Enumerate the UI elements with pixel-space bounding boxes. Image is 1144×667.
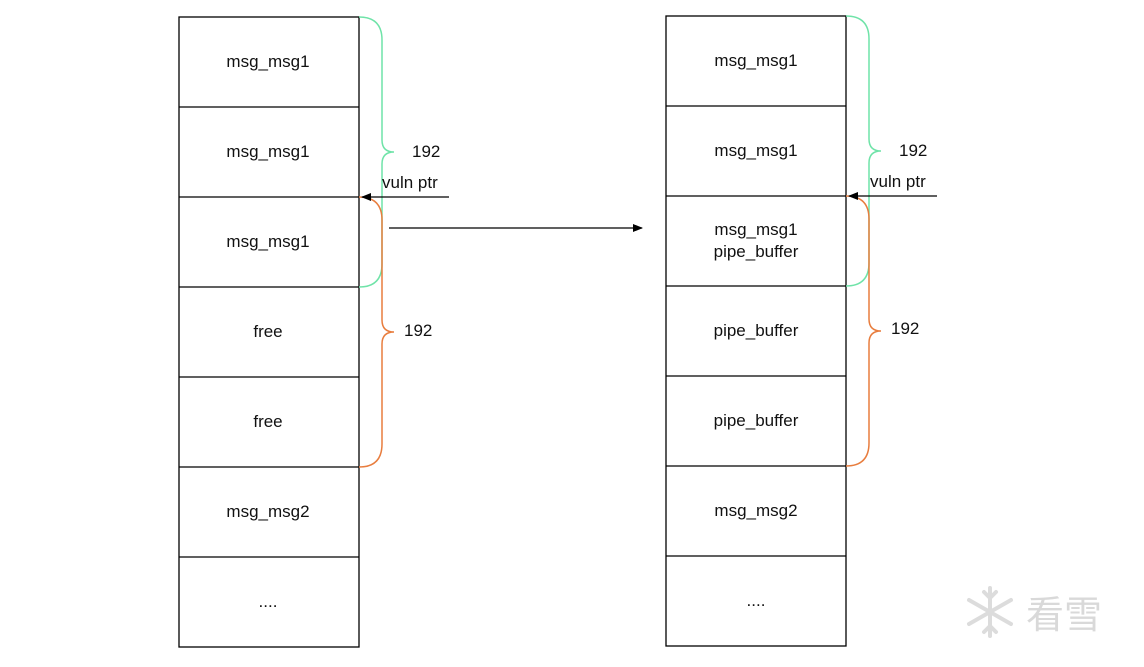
left-cell-4: free bbox=[179, 412, 359, 468]
left-cell-6: .... bbox=[259, 592, 278, 611]
left-cell-2: msg_msg1 bbox=[179, 232, 359, 288]
right-stack: msg_msg1 msg_msg1 msg_msg1 pipe_buffer p… bbox=[665, 15, 847, 647]
left-cell-0: msg_msg1 bbox=[179, 52, 359, 108]
right-cell-0: msg_msg1 bbox=[666, 51, 846, 107]
right-cell-5: msg_msg2 bbox=[666, 501, 846, 557]
right-green-brace: 192 bbox=[845, 15, 927, 287]
right-cell-3-label: pipe_buffer bbox=[714, 321, 799, 340]
left-cell-6-label: .... bbox=[259, 592, 278, 611]
left-green-brace-label: 192 bbox=[412, 142, 440, 161]
right-cell-1: msg_msg1 bbox=[666, 141, 846, 197]
right-cell-3: pipe_buffer bbox=[666, 321, 846, 377]
left-cell-1-label: msg_msg1 bbox=[226, 142, 309, 161]
right-cell-6: .... bbox=[747, 591, 766, 610]
left-cell-4-label: free bbox=[253, 412, 282, 431]
right-cell-2: msg_msg1 pipe_buffer bbox=[666, 220, 846, 287]
right-cell-0-label: msg_msg1 bbox=[714, 51, 797, 70]
right-cell-6-label: .... bbox=[747, 591, 766, 610]
right-stack-outline bbox=[665, 15, 847, 647]
right-vuln-ptr-arrow: vuln ptr bbox=[848, 172, 937, 200]
left-cell-2-label: msg_msg1 bbox=[226, 232, 309, 251]
left-orange-brace: 192 bbox=[358, 196, 432, 468]
right-vuln-ptr-label: vuln ptr bbox=[870, 172, 926, 191]
left-vuln-ptr-arrow: vuln ptr bbox=[361, 173, 449, 201]
left-orange-brace-label: 192 bbox=[404, 321, 432, 340]
left-cell-0-label: msg_msg1 bbox=[226, 52, 309, 71]
left-cell-3-label: free bbox=[253, 322, 282, 341]
left-cell-3: free bbox=[179, 322, 359, 378]
left-green-brace: 192 bbox=[358, 16, 440, 288]
right-cell-4: pipe_buffer bbox=[666, 411, 846, 467]
left-stack: msg_msg1 msg_msg1 msg_msg1 free free msg… bbox=[178, 16, 360, 648]
right-cell-1-label: msg_msg1 bbox=[714, 141, 797, 160]
watermark-text: 看雪 bbox=[1026, 593, 1102, 637]
right-green-brace-label: 192 bbox=[899, 141, 927, 160]
right-cell-2-label-line-2: pipe_buffer bbox=[714, 242, 799, 261]
left-vuln-ptr-label: vuln ptr bbox=[382, 173, 438, 192]
right-orange-brace: 192 bbox=[845, 195, 919, 467]
left-cell-1: msg_msg1 bbox=[179, 142, 359, 198]
right-cell-4-label: pipe_buffer bbox=[714, 411, 799, 430]
snowflake-icon bbox=[967, 586, 1013, 638]
right-cell-5-label: msg_msg2 bbox=[714, 501, 797, 520]
left-stack-outline bbox=[178, 16, 360, 648]
right-orange-brace-label: 192 bbox=[891, 319, 919, 338]
watermark: 看雪 bbox=[967, 586, 1102, 638]
left-cell-5-label: msg_msg2 bbox=[226, 502, 309, 521]
left-cell-5: msg_msg2 bbox=[179, 502, 359, 558]
right-cell-2-label-line-1: msg_msg1 bbox=[714, 220, 797, 239]
